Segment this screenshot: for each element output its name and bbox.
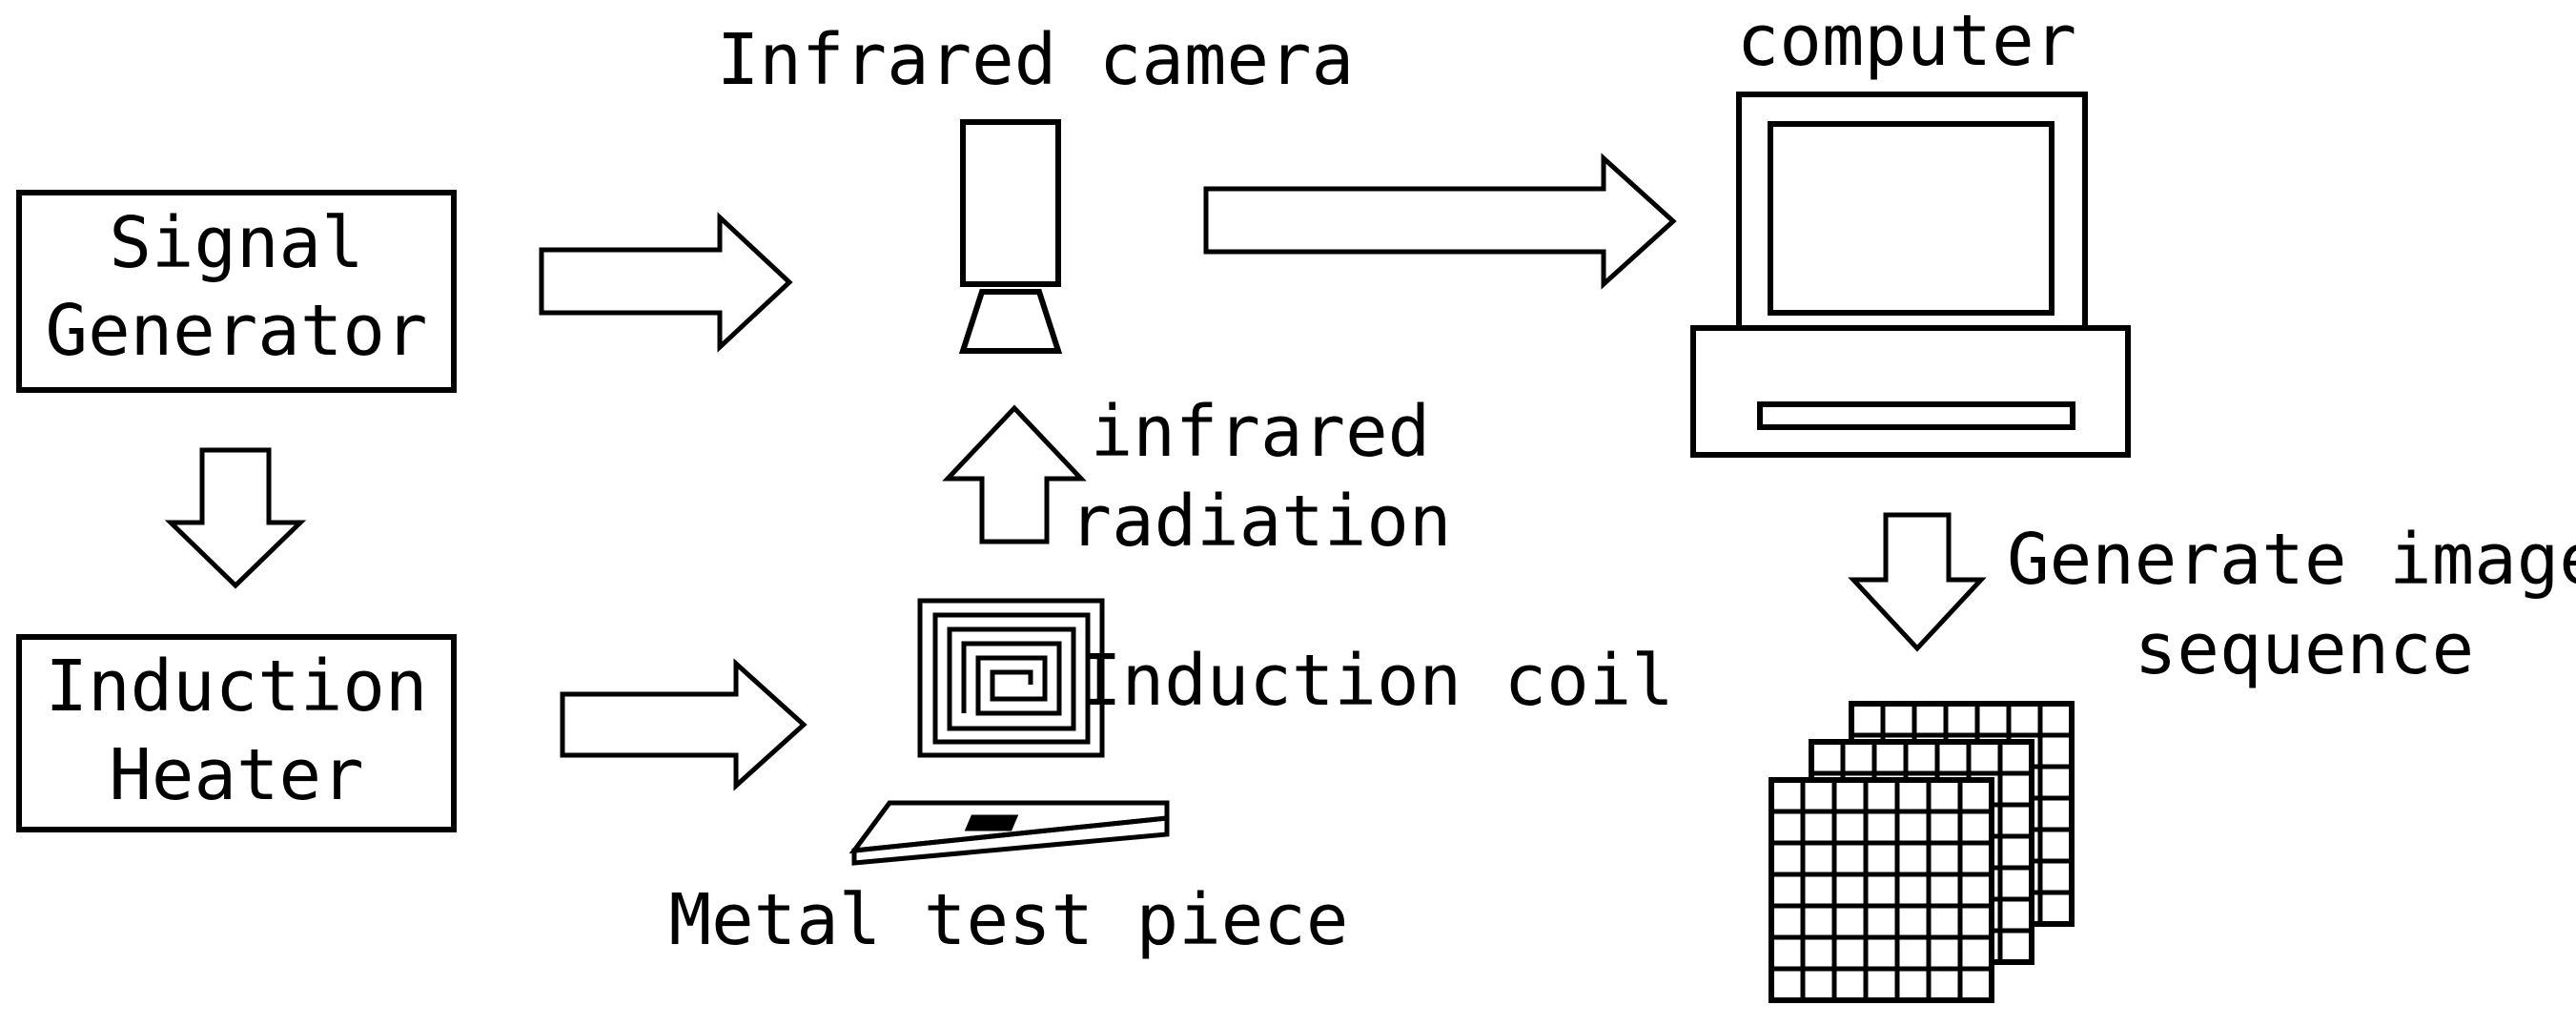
arrow-camera-to-computer <box>1203 153 1677 290</box>
signal-generator-block: Signal Generator <box>16 190 457 393</box>
disk-slot <box>1757 401 2075 430</box>
arrow-heater-to-coil <box>560 658 808 791</box>
computer-base <box>1690 325 2131 458</box>
infrared-camera-icon <box>958 119 1063 354</box>
induction-heater-block: Induction Heater <box>16 634 457 832</box>
arrow-computer-to-images <box>1848 512 1987 652</box>
induction-heater-label-line2: Heater <box>109 734 363 816</box>
image-frame-front <box>1768 777 1994 1003</box>
image-sequence-stack <box>1768 701 2075 1003</box>
monitor-screen <box>1768 121 2055 316</box>
test-piece-defect <box>964 814 1019 831</box>
infrared-radiation-label-line1: infrared <box>1091 391 1430 473</box>
induction-coil-label: Induction coil <box>1079 640 1674 722</box>
arrow-signal-to-camera <box>539 212 793 353</box>
arrow-infrared-radiation <box>942 404 1087 544</box>
metal-test-piece-label: Metal test piece <box>669 879 1349 961</box>
signal-generator-label-line2: Generator <box>46 290 428 372</box>
arrow-signal-to-heater <box>164 447 307 589</box>
generate-image-sequence-label-line1: Generate image <box>2007 519 2576 601</box>
induction-coil-icon <box>917 598 1105 758</box>
induction-heater-label-line1: Induction <box>46 646 428 728</box>
computer-icon <box>1690 92 2131 458</box>
camera-lens <box>958 289 1063 354</box>
camera-body <box>960 119 1061 287</box>
infrared-camera-label: Infrared camera <box>717 19 1354 101</box>
computer-label: computer <box>1737 0 2076 82</box>
induction-heater-box <box>16 634 457 832</box>
infrared-radiation-label-line2: radiation <box>1070 481 1452 563</box>
signal-generator-box <box>16 190 457 393</box>
generate-image-sequence-label-line2: sequence <box>2135 608 2474 690</box>
signal-generator-label-line1: Signal <box>109 202 363 284</box>
metal-test-piece-icon <box>848 800 1170 866</box>
monitor-frame <box>1736 92 2088 331</box>
